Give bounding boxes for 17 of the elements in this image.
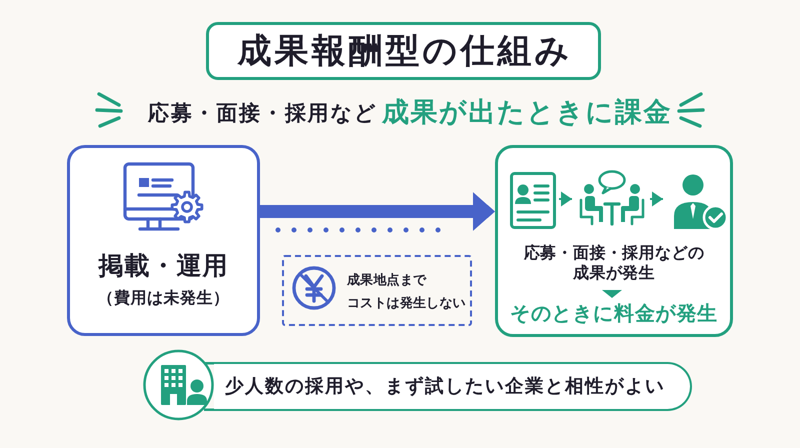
pill-text: 少人数の採用や、まず試したい企業と相性がよい: [225, 374, 665, 398]
card-text: 応募・面接・採用などの成果が発生: [524, 243, 704, 283]
subtitle-highlight-text: 成果が出たときに課金: [382, 96, 672, 130]
title-banner: 成果報酬型の仕組み: [206, 22, 601, 80]
card-heading: 掲載・運用: [98, 250, 228, 282]
thick-arrow: [260, 192, 495, 231]
resume-icon: [510, 172, 559, 229]
subtitle-text: 応募・面接・採用など: [148, 100, 378, 126]
card-subtext: （費用は未発生）: [98, 288, 230, 308]
result-card: [495, 145, 733, 337]
info-pill: [214, 362, 692, 411]
note-box: [282, 255, 472, 326]
card-highlight-text: そのときに料金が発生: [510, 300, 718, 326]
chevron-arrow: [650, 192, 663, 206]
step-card: [67, 145, 260, 336]
note-text: 成果地点までコストは発生しない: [347, 272, 466, 312]
chevron-arrow: [559, 192, 572, 206]
